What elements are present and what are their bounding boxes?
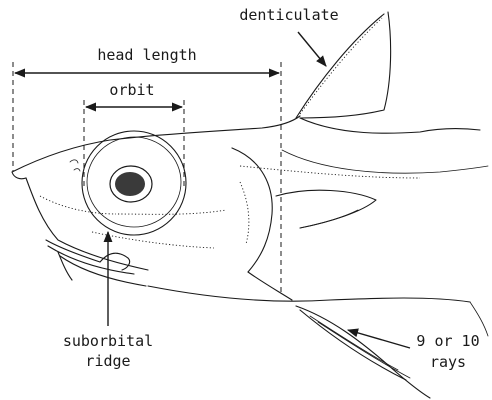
denticulate-pointer <box>298 32 326 66</box>
pupil <box>115 172 145 196</box>
suborbital-ridge-label-line2: ridge <box>85 352 130 370</box>
eye <box>82 131 186 235</box>
orbit-label: orbit <box>109 81 154 99</box>
denticulate-label: denticulate <box>239 6 338 24</box>
rays-pointer <box>348 330 410 348</box>
rays-label-line2: rays <box>430 353 466 371</box>
suborbital-ridge-label-line1: suborbital <box>63 332 153 350</box>
rays-label-line1: 9 or 10 <box>416 332 479 350</box>
head-length-label: head length <box>97 46 196 64</box>
